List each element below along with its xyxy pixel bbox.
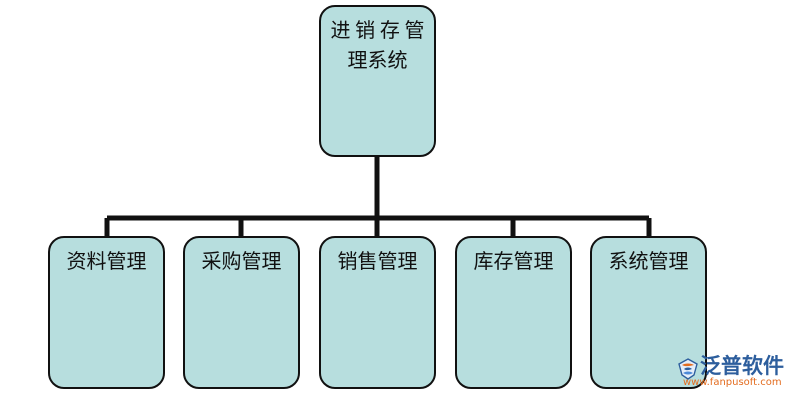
fanpusoft-logo: 泛普软件 www.fanpusoft.com xyxy=(676,354,801,396)
fanpusoft-logo-url: www.fanpusoft.com xyxy=(683,377,782,388)
child-node-label-2: 采购管理 xyxy=(201,249,282,273)
child-node-label-3: 销售管理 xyxy=(337,249,418,273)
child-node-box-4: 库存管理 xyxy=(455,236,572,389)
child-node-label-1: 资料管理 xyxy=(66,249,147,273)
child-node-box-2: 采购管理 xyxy=(183,236,300,389)
child-node-box-3: 销售管理 xyxy=(319,236,436,389)
fanpusoft-logo-name: 泛普软件 xyxy=(700,354,784,378)
root-node-box: 进销存管理系统 xyxy=(319,5,436,157)
child-node-label-4: 库存管理 xyxy=(473,249,554,273)
fanpusoft-logo-icon xyxy=(678,358,698,380)
child-node-label-5: 系统管理 xyxy=(608,249,689,273)
root-node-label: 进销存管理系统 xyxy=(330,18,425,72)
child-node-box-1: 资料管理 xyxy=(48,236,165,389)
